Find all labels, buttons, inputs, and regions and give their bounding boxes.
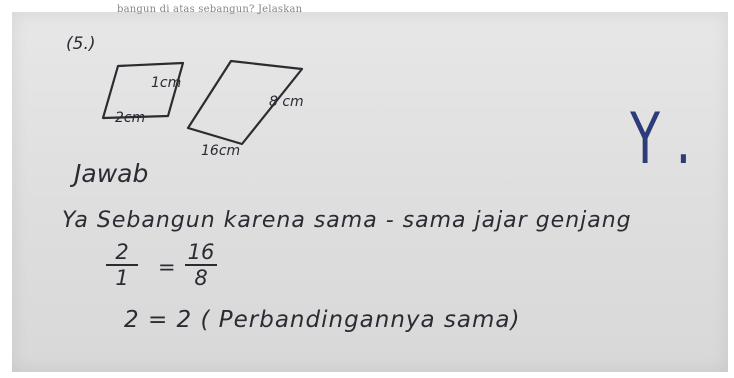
paper-sheet: bangun di atas sebangun? Jelaskan (5.) 1… — [12, 4, 728, 372]
answer-statement: Ya Sebangun karena sama - sama jajar gen… — [62, 208, 632, 233]
large-base-label: 16cm — [201, 143, 241, 159]
fraction-right-bar — [185, 264, 217, 266]
fraction-right-denominator: 8 — [194, 266, 208, 290]
answer-conclusion: 2 = 2 ( Perbandingannya sama) — [124, 307, 521, 333]
fraction-left-denominator: 1 — [115, 266, 129, 290]
fraction-right-numerator: 16 — [187, 240, 215, 264]
small-parallelogram — [101, 61, 185, 120]
large-parallelogram — [186, 59, 304, 146]
printed-question-text: bangun di atas sebangun? Jelaskan — [117, 4, 303, 15]
answer-heading: Jawab — [74, 159, 149, 188]
large-side-label: 8 cm — [269, 94, 304, 110]
fraction-left-bar — [106, 264, 138, 266]
fraction-two-over-one: 2 1 — [104, 240, 140, 290]
small-base-label: 2cm — [115, 110, 146, 126]
teacher-check-mark: Y . — [630, 98, 692, 180]
question-number: (5.) — [66, 34, 96, 54]
equals-sign: = — [158, 255, 176, 279]
fraction-left-numerator: 2 — [115, 240, 129, 264]
fraction-sixteen-over-eight: 16 8 — [183, 240, 219, 290]
parallelogram-diagram — [101, 59, 304, 146]
small-side-label: 1cm — [151, 75, 182, 91]
